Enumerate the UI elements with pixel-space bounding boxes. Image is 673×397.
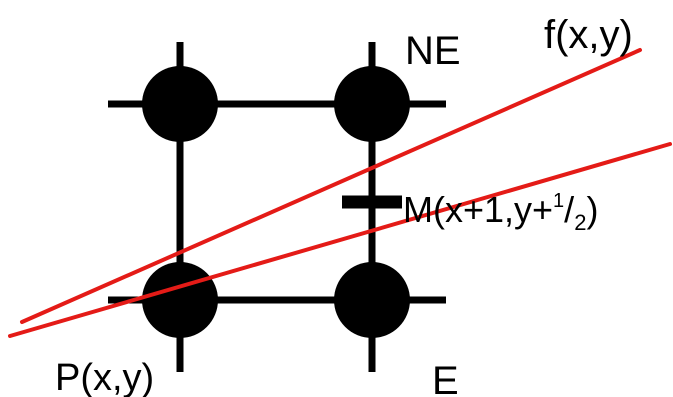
pixel-dot-e [334,262,410,338]
label-m-prefix: M(x+1,y+ [403,189,553,230]
label-m-den: 2 [574,210,586,235]
label-f: f(x,y) [544,13,633,57]
line-f [20,48,642,324]
label-m-slash: / [564,189,574,230]
label-m-num: 1 [553,190,564,212]
label-ne: NE [405,29,461,73]
line-lower [8,142,672,338]
label-m: M(x+1,y+1/2) [403,189,598,235]
pixel-dots [142,66,410,338]
label-p: P(x,y) [55,357,154,397]
pixel-dot-top-left [142,66,218,142]
pixel-dot-p [142,262,218,338]
function-lines [8,48,672,338]
label-e: E [432,359,459,397]
pixel-dot-ne [334,66,410,142]
label-m-close: ) [586,189,598,230]
